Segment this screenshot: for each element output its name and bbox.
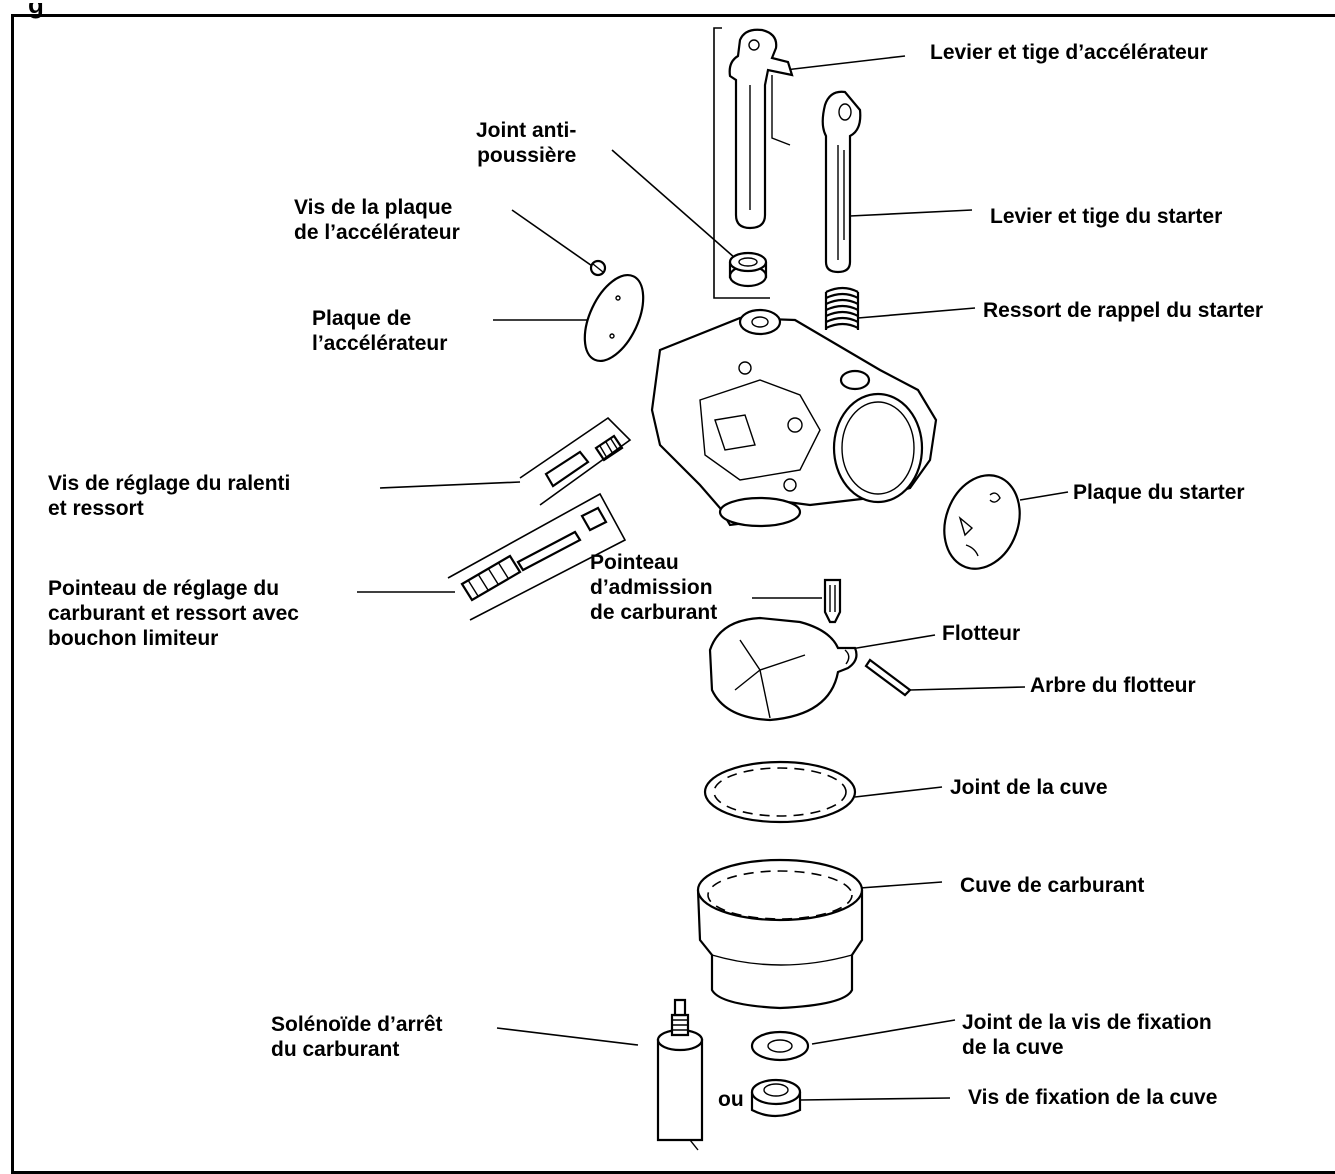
label-or: ou: [718, 1088, 744, 1111]
choke-plate-part: [943, 474, 1021, 570]
page-title-fragment: g: [28, 3, 44, 19]
float-part: [708, 616, 912, 722]
dust-seal-part: [728, 251, 768, 288]
label-idle-screw: Vis de réglage du ralenti et ressort: [48, 472, 291, 520]
label-bowl-screw-gasket: Joint de la vis de fixation de la cuve: [962, 1011, 1212, 1059]
label-solenoid: Solénoïde d’arrêt du carburant: [271, 1013, 443, 1061]
label-float-shaft: Arbre du flotteur: [1030, 674, 1196, 697]
label-throttle-lever: Levier et tige d’accélérateur: [930, 41, 1208, 64]
label-choke-plate: Plaque du starter: [1073, 481, 1245, 504]
label-float: Flotteur: [942, 622, 1021, 645]
idle-screw-parts: [519, 416, 632, 506]
choke-lever-part: [821, 90, 862, 274]
label-choke-spring: Ressort de rappel du starter: [983, 299, 1264, 322]
solenoid-part: [656, 998, 704, 1151]
label-fuel-bowl: Cuve de carburant: [960, 874, 1145, 897]
choke-spring-part: [824, 286, 860, 330]
throttle-lever-part: [713, 27, 794, 299]
carburetor-body-part: [650, 308, 938, 528]
bowl-gasket-part: [703, 760, 857, 824]
label-throttle-plate: Plaque de l’accélérateur: [312, 307, 448, 355]
inlet-needle-part: [823, 578, 842, 624]
label-throttle-plate-screw: Vis de la plaque de l’accélérateur: [294, 196, 460, 244]
label-choke-lever: Levier et tige du starter: [990, 205, 1223, 228]
fuel-needle-parts: [447, 492, 627, 621]
label-fuel-needle: Pointeau de réglage du carburant et ress…: [48, 577, 299, 650]
label-dust-seal: Joint anti- poussière: [476, 119, 577, 167]
label-bowl-gasket: Joint de la cuve: [950, 776, 1108, 799]
bowl-screw-gasket-part: [750, 1030, 810, 1062]
throttle-plate-parts: [583, 259, 645, 363]
label-inlet-needle: Pointeau d’admission de carburant: [590, 551, 718, 624]
fuel-bowl-part: [696, 858, 864, 1010]
bowl-screw-part: [750, 1078, 802, 1118]
label-bowl-screw: Vis de fixation de la cuve: [968, 1086, 1218, 1109]
